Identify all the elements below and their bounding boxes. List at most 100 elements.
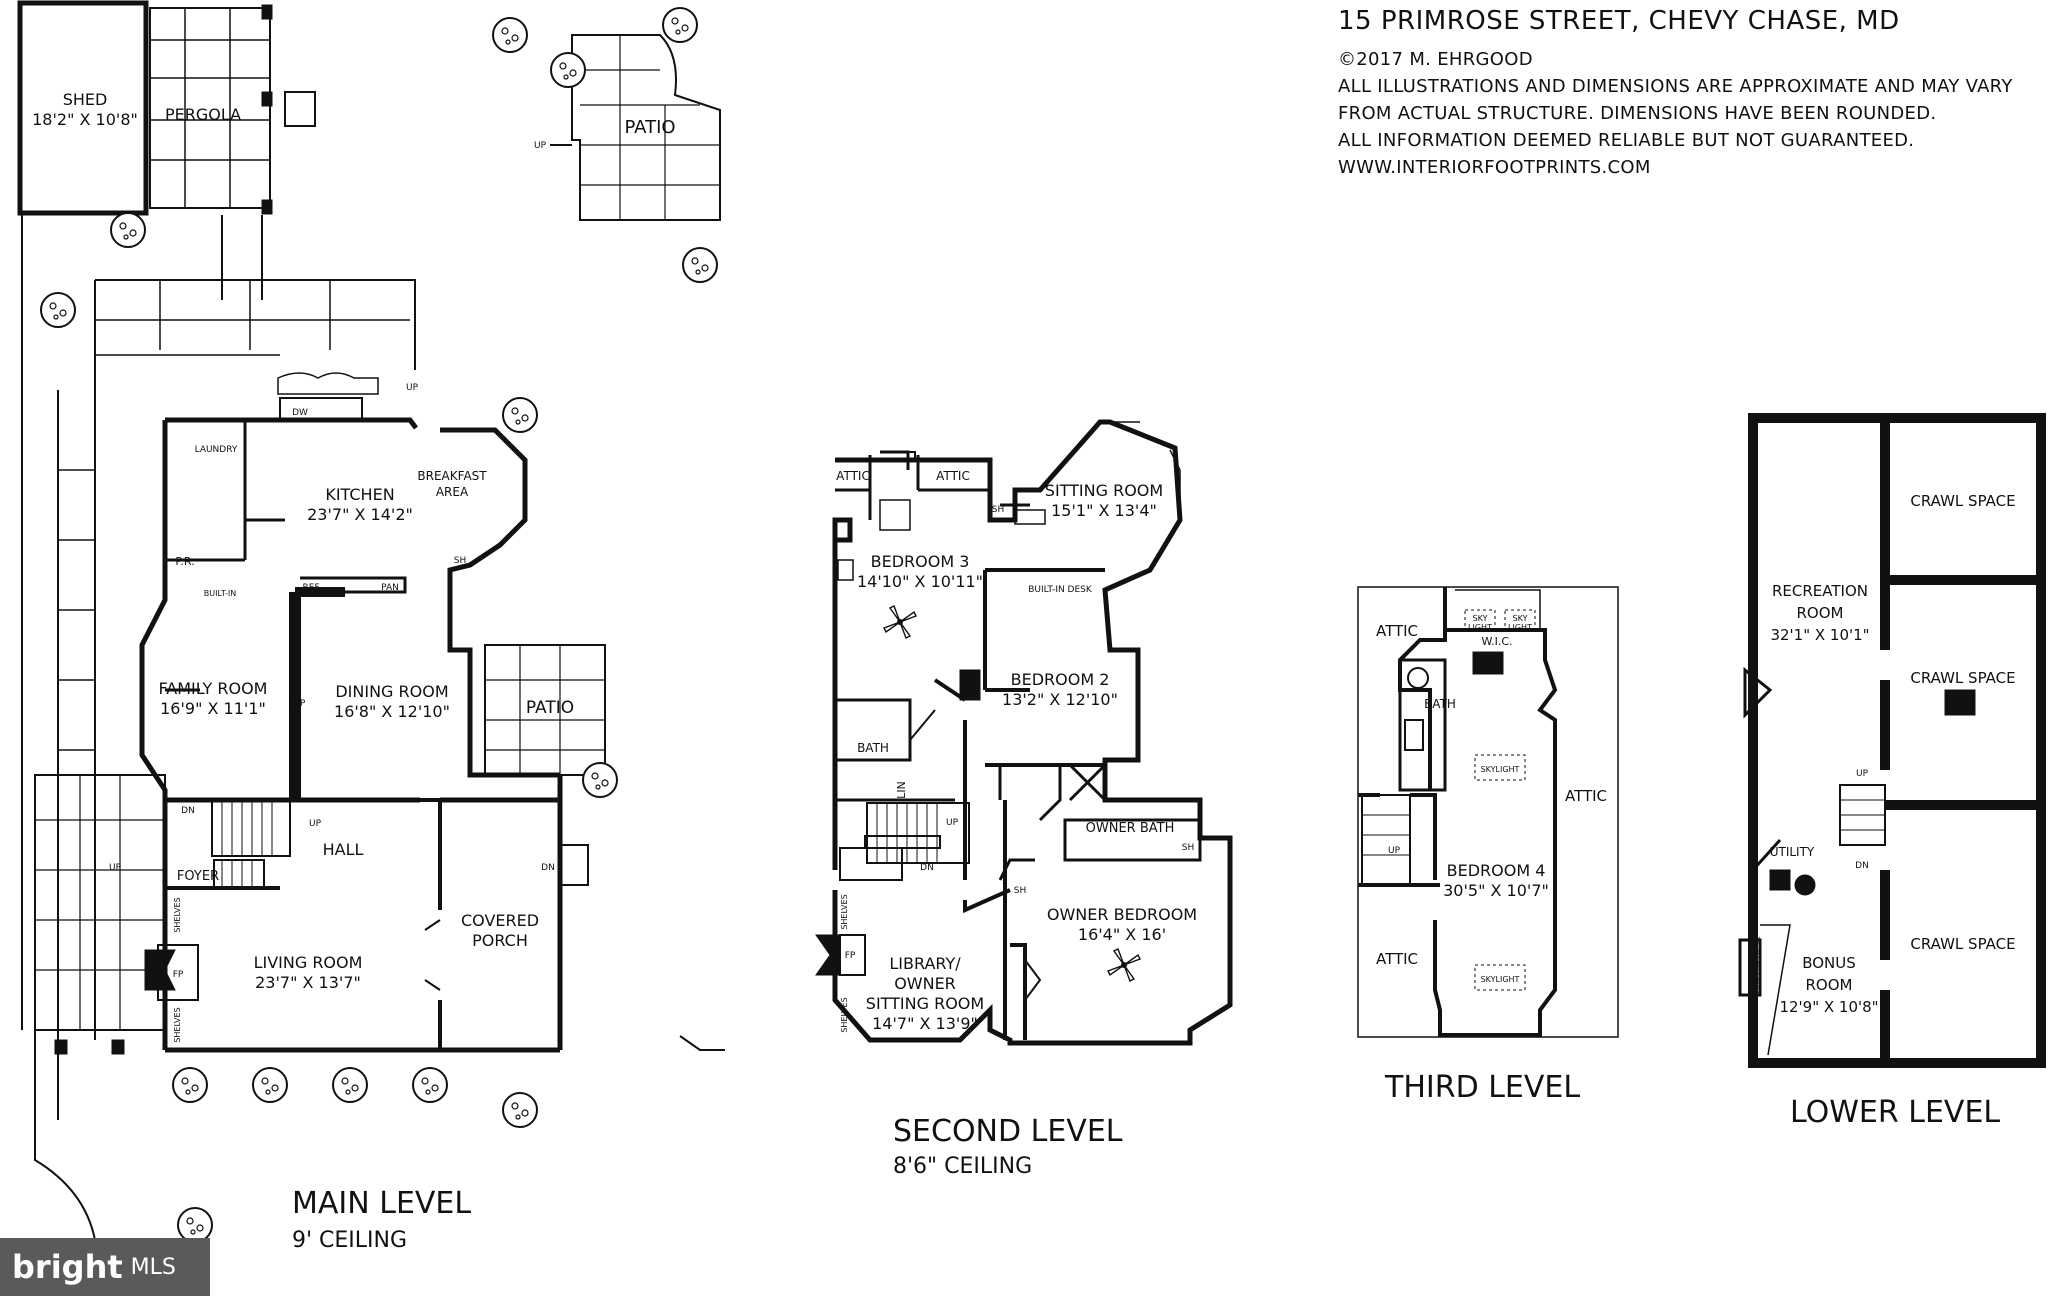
- rec-room-dimensions: 32'1" X 10'1": [1770, 626, 1869, 644]
- up-main-terrace: UP: [406, 383, 419, 393]
- shelves-upper: SHELVES: [173, 897, 182, 932]
- shelves-second-lower: SHELVES: [840, 997, 849, 1032]
- sh-second-attic: SH: [992, 505, 1004, 515]
- up-main-patio-top: UP: [534, 141, 547, 151]
- shelves-second-upper: SHELVES: [840, 894, 849, 929]
- bedroom2-dimensions: 13'2" X 12'10": [1002, 690, 1118, 709]
- property-address: 15 PRIMROSE STREET, CHEVY CHASE, MD: [1338, 6, 1900, 36]
- library-name-2: OWNER: [894, 974, 956, 993]
- foyer-label: FOYER: [177, 869, 219, 884]
- lin-label: LIN: [895, 781, 908, 799]
- porch-label-1: COVERED: [461, 911, 539, 930]
- bath-third-label: BATH: [1424, 697, 1456, 711]
- family-room-name: FAMILY ROOM: [159, 679, 268, 698]
- library-name-1: LIBRARY/: [889, 954, 961, 973]
- crawl-space-middle: CRAWL SPACE: [1910, 669, 2015, 687]
- sh-second-ownerbath: SH: [1182, 843, 1194, 853]
- living-room-dimensions: 23'7" X 13'7": [255, 973, 361, 992]
- bright-mls-watermark: bright MLS: [0, 1238, 210, 1296]
- disclaimer-line-1: ALL ILLUSTRATIONS AND DIMENSIONS ARE APP…: [1338, 76, 2013, 97]
- dining-room-name: DINING ROOM: [335, 682, 448, 701]
- lower-level-plan: [1738, 413, 2046, 1068]
- owner-bath-label: OWNER BATH: [1086, 821, 1175, 836]
- crawl-space-bottom: CRAWL SPACE: [1910, 935, 2015, 953]
- laundry-label: LAUNDRY: [195, 445, 238, 455]
- up-lower: UP: [1856, 769, 1869, 779]
- light-label-1: LIGHT: [1468, 623, 1492, 632]
- hall-label: HALL: [323, 840, 364, 859]
- kitchen-name: KITCHEN: [325, 485, 394, 504]
- bedroom4-name: BEDROOM 4: [1447, 861, 1546, 880]
- pr-label: P.R.: [175, 555, 194, 568]
- attic-third-right: ATTIC: [1565, 787, 1607, 805]
- main-level-plan: [17, 0, 725, 1241]
- living-room-name: LIVING ROOM: [254, 953, 363, 972]
- watermark-suffix: MLS: [130, 1254, 176, 1280]
- fp-main-family: FP: [295, 699, 306, 709]
- bonus-room-name-1: BONUS: [1802, 954, 1856, 972]
- up-main-foyer: UP: [109, 863, 122, 873]
- pergola-label: PERGOLA: [165, 105, 241, 124]
- shed-name: SHED: [63, 90, 108, 109]
- up-main-hall: UP: [309, 819, 322, 829]
- second-level-plan: [815, 419, 1233, 1046]
- lower-level-title: LOWER LEVEL: [1790, 1095, 2000, 1130]
- dn-main-hall: DN: [181, 806, 195, 816]
- porch-label-2: PORCH: [472, 931, 528, 950]
- library-name-3: SITTING ROOM: [866, 994, 984, 1013]
- builtin-desk-lower: BUILT-IN DESK: [1753, 936, 1762, 993]
- ref-label: REF: [302, 583, 319, 593]
- attic-second-right: ATTIC: [936, 469, 970, 483]
- owner-bedroom-name: OWNER BEDROOM: [1047, 905, 1197, 924]
- website-link[interactable]: WWW.INTERIORFOOTPRINTS.COM: [1338, 157, 1651, 178]
- disclaimer-line-3: ALL INFORMATION DEEMED RELIABLE BUT NOT …: [1338, 130, 1915, 151]
- main-level-title: MAIN LEVEL: [292, 1186, 471, 1221]
- bath-second-label: BATH: [857, 741, 889, 755]
- breakfast-label-1: BREAKFAST: [417, 469, 487, 483]
- bedroom4-dimensions: 30'5" X 10'7": [1443, 881, 1549, 900]
- rec-room-name-2: ROOM: [1797, 604, 1844, 622]
- patio-mid-label: PATIO: [526, 698, 574, 718]
- shelves-lower: SHELVES: [173, 1007, 182, 1042]
- skylight-third-upper: SKYLIGHT: [1481, 765, 1520, 774]
- dn-lower: DN: [1855, 861, 1869, 871]
- fp-main-living: FP: [173, 970, 184, 980]
- owner-bedroom-dimensions: 16'4" X 16': [1078, 925, 1166, 944]
- sh-main-breakfast: SH: [454, 556, 466, 566]
- utility-label: UTILITY: [1770, 845, 1815, 859]
- shed-dimensions: 18'2" X 10'8": [32, 110, 138, 129]
- dn-porch: DN: [541, 863, 555, 873]
- pan-label: PAN: [381, 583, 399, 593]
- patio-top-label: PATIO: [624, 117, 675, 138]
- third-level-plan: [1357, 586, 1619, 1038]
- watermark-brand: bright: [12, 1248, 123, 1286]
- bedroom2-name: BEDROOM 2: [1011, 670, 1110, 689]
- attic-second-left: ATTIC: [836, 469, 870, 483]
- bonus-room-dimensions: 12'9" X 10'8": [1779, 998, 1878, 1016]
- attic-third-bottomleft: ATTIC: [1376, 950, 1418, 968]
- sky-label-1: SKY: [1473, 614, 1488, 623]
- crawl-space-top: CRAWL SPACE: [1910, 492, 2015, 510]
- sky-label-2: SKY: [1513, 614, 1528, 623]
- kitchen-dimensions: 23'7" X 14'2": [307, 505, 413, 524]
- disclaimer-line-2: FROM ACTUAL STRUCTURE. DIMENSIONS HAVE B…: [1338, 103, 1937, 124]
- library-dimensions: 14'7" X 13'9": [872, 1014, 978, 1033]
- rec-room-name-1: RECREATION: [1772, 582, 1868, 600]
- dn-second: DN: [920, 863, 934, 873]
- up-second: UP: [946, 818, 959, 828]
- bedroom3-name: BEDROOM 3: [871, 552, 970, 571]
- bedroom3-dimensions: 14'10" X 10'11": [857, 572, 983, 591]
- attic-third-topleft: ATTIC: [1376, 622, 1418, 640]
- sitting-room-dimensions: 15'1" X 13'4": [1051, 501, 1157, 520]
- builtin-main-label: BUILT-IN: [204, 589, 236, 598]
- sitting-room-name: SITTING ROOM: [1045, 481, 1163, 500]
- copyright-line: ©2017 M. EHRGOOD: [1338, 49, 1533, 70]
- fp-second: FP: [845, 951, 856, 961]
- skylight-third-lower: SKYLIGHT: [1481, 975, 1520, 984]
- bonus-room-name-2: ROOM: [1806, 976, 1853, 994]
- main-level-ceiling: 9' CEILING: [292, 1228, 407, 1253]
- landscape-trees: [40, 7, 718, 1243]
- dw-label: DW: [292, 408, 308, 418]
- breakfast-label-2: AREA: [436, 485, 469, 499]
